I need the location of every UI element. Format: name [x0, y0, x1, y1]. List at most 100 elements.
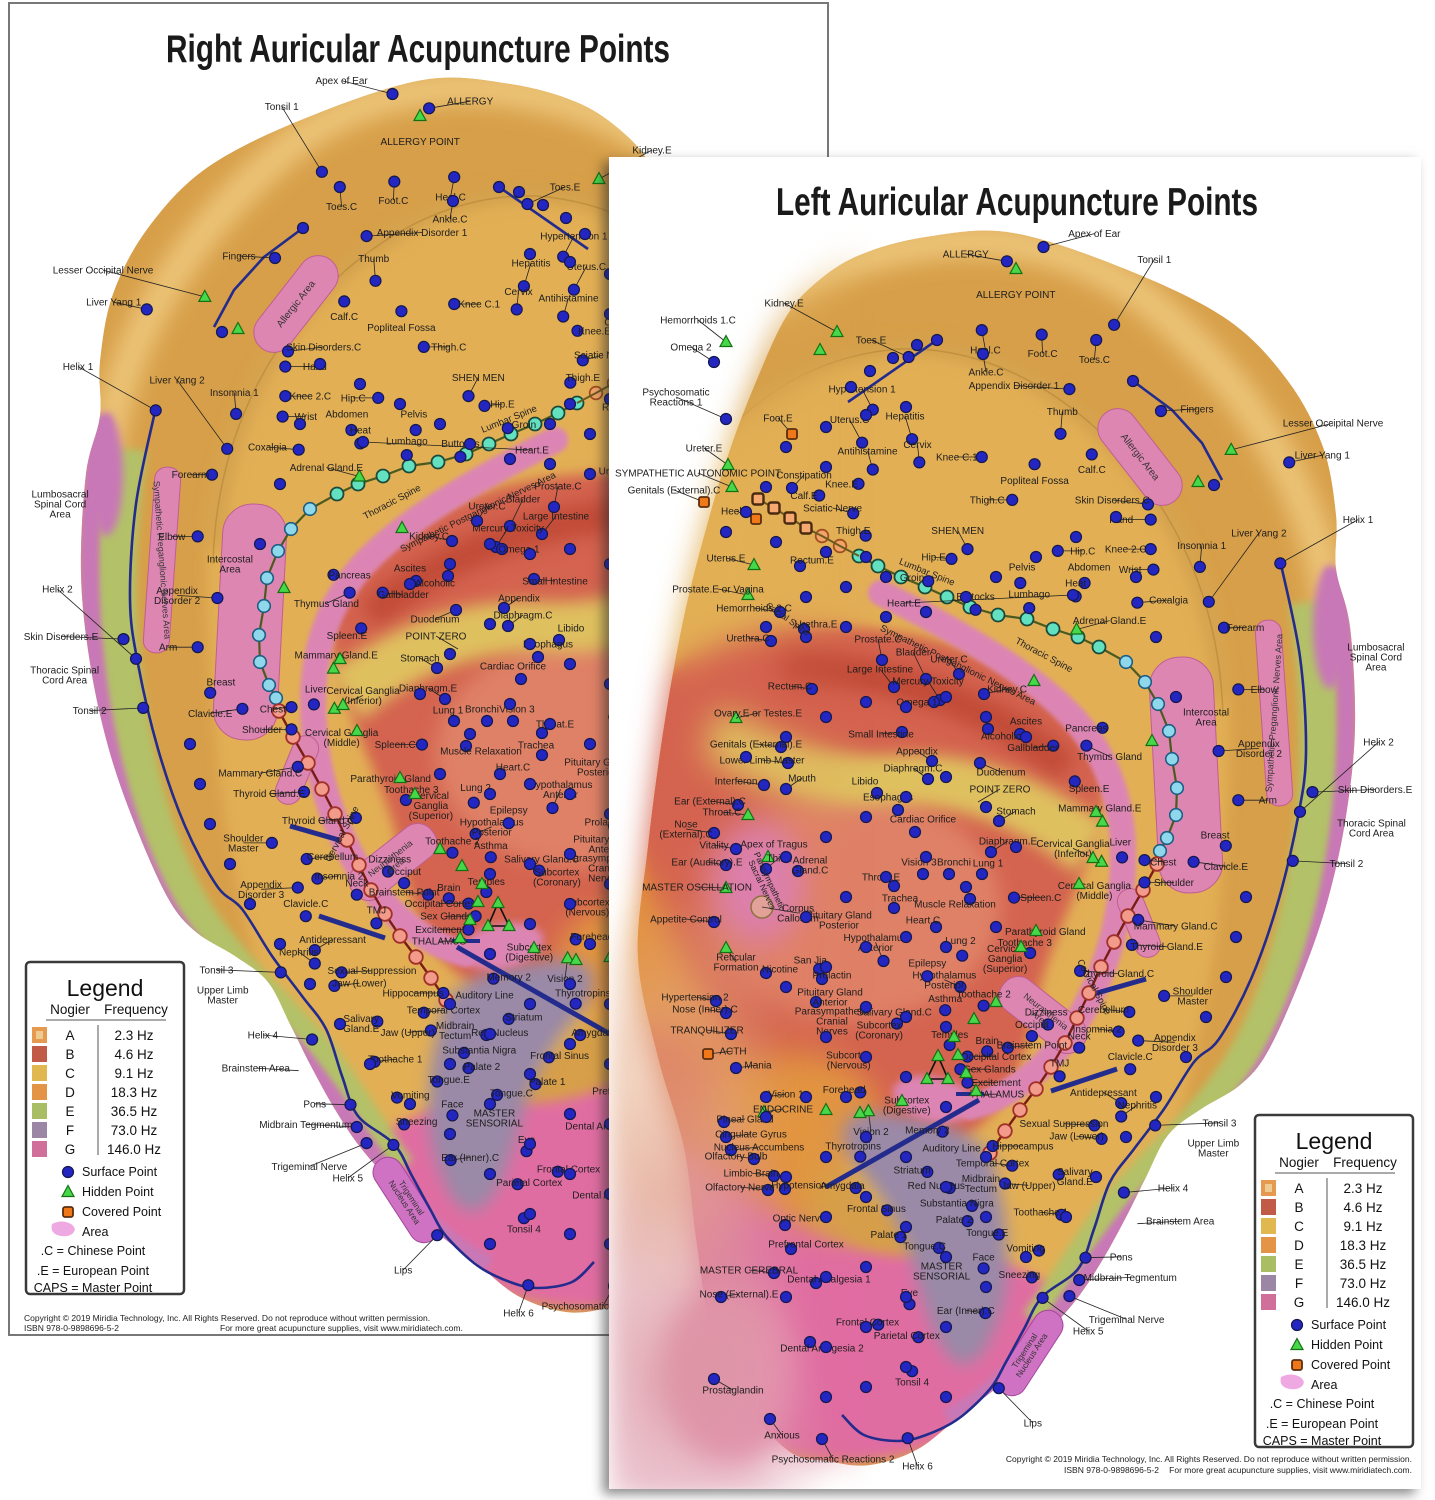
svg-text:Thyroid Gland.C: Thyroid Gland.C: [1081, 969, 1154, 980]
svg-text:Adrenal: Adrenal: [793, 856, 827, 867]
svg-text:Disorder 2: Disorder 2: [154, 596, 201, 607]
svg-text:Pancreas: Pancreas: [328, 570, 370, 581]
svg-text:Arm: Arm: [1259, 796, 1277, 807]
svg-text:Subcortex: Subcortex: [534, 867, 579, 878]
svg-text:CAPS = Master Point: CAPS = Master Point: [34, 1281, 153, 1295]
svg-text:Temporal Cortex: Temporal Cortex: [956, 1159, 1029, 1170]
svg-text:Antidepressant: Antidepressant: [1070, 1088, 1137, 1099]
svg-text:SHEN MEN: SHEN MEN: [452, 373, 505, 384]
svg-text:Hypothalamus: Hypothalamus: [529, 780, 593, 791]
svg-text:Dizziness: Dizziness: [368, 855, 411, 866]
svg-text:Kidney.C: Kidney.C: [409, 532, 449, 543]
svg-text:Thumb: Thumb: [1047, 407, 1079, 418]
svg-text:Nerves: Nerves: [588, 874, 620, 885]
svg-text:Helix 6: Helix 6: [902, 1461, 933, 1472]
svg-text:Brainstem Point: Brainstem Point: [369, 888, 440, 899]
svg-text:Substantia Nigra: Substantia Nigra: [442, 1046, 516, 1057]
svg-text:Lung 1: Lung 1: [973, 859, 1004, 870]
svg-text:Sneezing: Sneezing: [999, 1270, 1041, 1281]
svg-text:Helix 2: Helix 2: [1363, 738, 1394, 749]
svg-text:Vitality: Vitality: [699, 841, 728, 852]
svg-text:Abdomen: Abdomen: [1068, 562, 1111, 573]
svg-text:Cingulate Gyrus: Cingulate Gyrus: [715, 1130, 787, 1141]
svg-text:Disorder 3: Disorder 3: [238, 890, 285, 901]
svg-text:TRANQUILIZER: TRANQUILIZER: [670, 1026, 743, 1037]
svg-text:Excitement: Excitement: [415, 925, 465, 936]
svg-text:Thoracic Spine: Thoracic Spine: [1013, 636, 1074, 675]
svg-text:Stomach: Stomach: [996, 807, 1035, 818]
svg-text:Cervical Ganglia: Cervical Ganglia: [326, 686, 400, 697]
svg-text:Knee.E: Knee.E: [578, 326, 611, 337]
svg-text:(Middle): (Middle): [1076, 891, 1112, 902]
svg-text:Frequency: Frequency: [1333, 1155, 1397, 1170]
svg-text:Hepatitis: Hepatitis: [886, 411, 925, 422]
svg-text:Muscle Relaxation: Muscle Relaxation: [914, 900, 996, 911]
svg-text:Large Intestine: Large Intestine: [847, 665, 914, 676]
svg-text:ALLERGY: ALLERGY: [447, 97, 493, 108]
svg-text:Prostate.C: Prostate.C: [854, 635, 901, 646]
svg-text:Clavicle.C: Clavicle.C: [283, 899, 328, 910]
svg-text:2.3 Hz: 2.3 Hz: [114, 1028, 153, 1043]
svg-text:Surface Point: Surface Point: [82, 1165, 158, 1179]
svg-text:Amygdala: Amygdala: [820, 1181, 865, 1192]
svg-text:Shoulder: Shoulder: [1173, 986, 1214, 997]
svg-text:Insomnia 2: Insomnia 2: [1073, 1024, 1122, 1035]
svg-text:Olfactory Nerve: Olfactory Nerve: [705, 1183, 775, 1194]
svg-text:Buttocks: Buttocks: [441, 439, 479, 450]
svg-text:.C = Chinese Point: .C = Chinese Point: [41, 1244, 146, 1258]
svg-text:Lesser Occipital Nerve: Lesser Occipital Nerve: [53, 266, 154, 277]
svg-text:Mammary Gland.E: Mammary Gland.E: [295, 651, 379, 662]
svg-text:Thumb: Thumb: [358, 254, 390, 265]
svg-text:Elbow: Elbow: [1251, 685, 1279, 696]
svg-text:Throat.C: Throat.C: [703, 808, 742, 819]
svg-text:Occipital Cortex: Occipital Cortex: [405, 899, 476, 910]
svg-text:Nucleus Accumbens: Nucleus Accumbens: [714, 1143, 805, 1154]
svg-text:SENSORIAL: SENSORIAL: [466, 1119, 524, 1130]
svg-text:Lumbosacral: Lumbosacral: [31, 490, 88, 501]
svg-text:Hidden Point: Hidden Point: [82, 1185, 154, 1199]
svg-text:Thyroid Gland.C: Thyroid Gland.C: [282, 816, 355, 827]
svg-text:Pituitary Gland: Pituitary Gland: [564, 758, 630, 769]
svg-text:Insomnia 1: Insomnia 1: [1177, 541, 1226, 552]
svg-text:(Nervous): (Nervous): [827, 1061, 871, 1072]
svg-text:Appetite Control: Appetite Control: [650, 915, 722, 926]
svg-text:Formation: Formation: [713, 963, 758, 974]
svg-text:Helix 5: Helix 5: [1073, 1327, 1104, 1338]
svg-text:Lumbago: Lumbago: [386, 436, 428, 447]
svg-text:Thigh.C: Thigh.C: [970, 495, 1005, 506]
svg-text:Master: Master: [1177, 996, 1208, 1007]
svg-text:Fingers: Fingers: [1180, 405, 1213, 416]
svg-text:THALAMUS: THALAMUS: [412, 937, 467, 948]
svg-text:2.3 Hz: 2.3 Hz: [1343, 1181, 1382, 1196]
svg-text:Ureter.C: Ureter.C: [930, 655, 967, 666]
svg-text:Hypothalamus: Hypothalamus: [912, 970, 976, 981]
svg-text:Ankle.C: Ankle.C: [432, 215, 467, 226]
svg-text:Ascites: Ascites: [394, 564, 426, 575]
svg-text:Heat: Heat: [1065, 579, 1086, 590]
svg-text:Vision 3: Vision 3: [901, 858, 937, 869]
svg-text:F: F: [1295, 1276, 1303, 1291]
svg-text:Pituitary Gland: Pituitary Gland: [797, 988, 863, 999]
svg-text:Anterior: Anterior: [543, 790, 579, 801]
svg-text:Allergic Area: Allergic Area: [1118, 432, 1161, 483]
svg-text:Callosum: Callosum: [777, 914, 819, 925]
svg-text:Anterior: Anterior: [858, 943, 894, 954]
svg-text:MASTER OSCILLATION: MASTER OSCILLATION: [642, 883, 752, 894]
svg-text:Foot.C: Foot.C: [1028, 349, 1058, 360]
svg-text:Shoulder: Shoulder: [1154, 878, 1195, 889]
svg-text:Cord Area: Cord Area: [1349, 828, 1394, 839]
svg-text:Cranial: Cranial: [588, 864, 620, 875]
svg-text:Pelvis: Pelvis: [401, 409, 428, 420]
svg-text:Helix 4: Helix 4: [1158, 1184, 1189, 1195]
svg-text:Occipital Cortex: Occipital Cortex: [961, 1052, 1032, 1063]
svg-text:Spleen.C: Spleen.C: [1020, 893, 1061, 904]
svg-text:Hypothalamus: Hypothalamus: [460, 817, 524, 828]
svg-text:(Inferior): (Inferior): [344, 696, 382, 707]
svg-text:Optic Nerve: Optic Nerve: [773, 1214, 826, 1225]
svg-text:Disorder 3: Disorder 3: [1152, 1043, 1199, 1054]
svg-text:Nephritis: Nephritis: [279, 947, 318, 958]
svg-text:Uterus.C: Uterus.C: [567, 262, 606, 273]
svg-text:Toothache 2: Toothache 2: [425, 837, 480, 848]
svg-text:Foot.E: Foot.E: [763, 414, 793, 425]
svg-text:Gland.E: Gland.E: [343, 1024, 379, 1035]
